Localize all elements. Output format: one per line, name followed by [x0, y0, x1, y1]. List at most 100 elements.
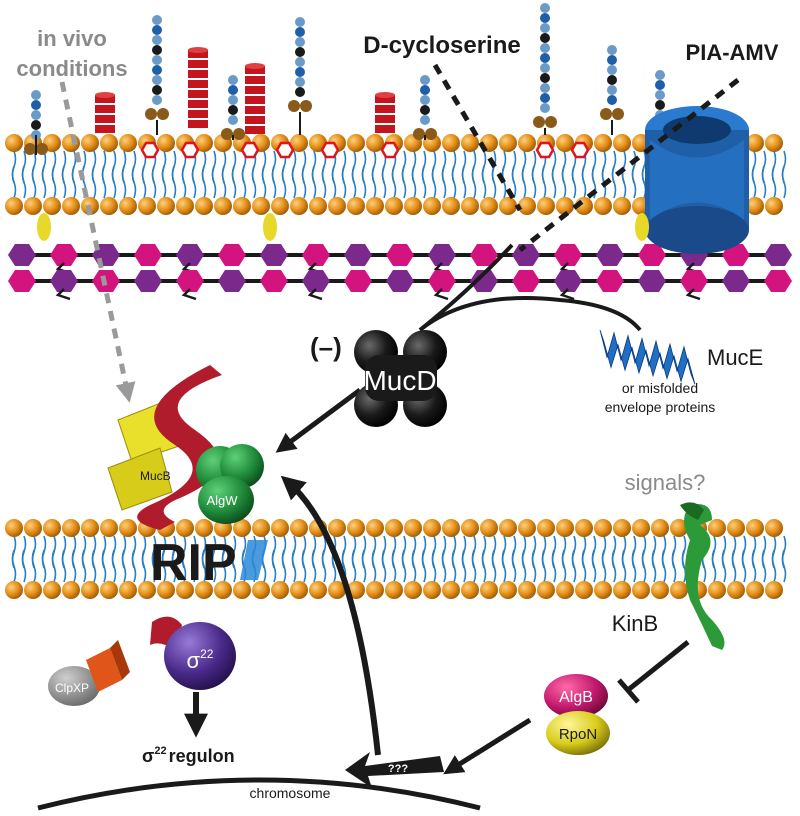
lipid-head	[670, 581, 688, 599]
lipid-head	[119, 519, 137, 537]
lps-cylinder	[245, 106, 265, 114]
lipid-tail	[451, 549, 457, 583]
lipid-tail	[751, 165, 757, 199]
lipid-tail	[291, 165, 297, 199]
o-antigen-unit	[540, 63, 550, 73]
lipid-head	[328, 581, 346, 599]
lps-cylinder	[245, 66, 265, 74]
clpxp-label: ClpXP	[55, 681, 89, 695]
chromosome-line	[37, 777, 481, 811]
lps-cylinder-cap	[188, 47, 208, 53]
lipid-tail	[371, 165, 377, 199]
lipid-head	[499, 581, 517, 599]
lipid-tail	[51, 549, 57, 583]
lipid-a-hexagon	[275, 141, 295, 159]
o-antigen-unit	[540, 13, 550, 23]
lipid-head	[746, 519, 764, 537]
lipid-tail	[221, 549, 227, 583]
lipid-head	[499, 519, 517, 537]
lipid-head	[347, 197, 365, 215]
lipid-tail	[421, 165, 427, 199]
lipid-head	[347, 519, 365, 537]
lipid-head	[233, 581, 251, 599]
lipid-head	[442, 197, 460, 215]
lipid-tail	[411, 549, 417, 583]
mucb-label: MucB	[140, 469, 171, 483]
lipid-head	[594, 519, 612, 537]
lps-cylinder	[188, 80, 208, 88]
core-oligosaccharide	[288, 100, 300, 112]
lipid-head	[366, 197, 384, 215]
lipid-head	[556, 519, 574, 537]
lipid-tail	[511, 165, 517, 199]
lps-cylinder-cap	[245, 63, 265, 69]
lipid-head	[385, 581, 403, 599]
lipid-tail	[91, 165, 97, 199]
lipid-tail	[231, 165, 237, 199]
lipid-head	[157, 581, 175, 599]
lipid-head	[556, 581, 574, 599]
lipid-head	[537, 581, 555, 599]
o-antigen-unit	[295, 47, 305, 57]
lps-cylinder	[188, 60, 208, 68]
lipid-tail	[681, 549, 687, 583]
lipid-tail	[41, 549, 47, 583]
lipid-head	[176, 519, 194, 537]
chromosome-label: chromosome	[250, 785, 331, 801]
lipid-tail	[601, 549, 607, 583]
lipid-tail	[61, 549, 67, 583]
lipid-tail	[741, 549, 747, 583]
lipid-head	[385, 197, 403, 215]
lipid-tail	[621, 549, 627, 583]
lipid-a-hexagon	[320, 141, 340, 159]
lps-cylinder	[188, 90, 208, 98]
peptide-crosslink	[433, 288, 449, 301]
lipid-tail	[311, 549, 317, 583]
lipid-head	[176, 197, 194, 215]
peptide-crosslink	[55, 288, 71, 301]
kinb-inhibition-line	[626, 640, 690, 692]
lipid-head	[100, 197, 118, 215]
lipid-head	[727, 581, 745, 599]
lps-cylinder	[188, 70, 208, 78]
lipid-tail	[361, 165, 367, 199]
lipid-head	[366, 581, 384, 599]
lipid-head	[518, 197, 536, 215]
muce-zigzag	[599, 329, 696, 385]
lipid-tail	[271, 165, 277, 199]
lipid-tail	[581, 165, 587, 199]
lipid-head	[5, 519, 23, 537]
lipid-tail	[81, 549, 87, 583]
lipid-tail	[761, 165, 767, 199]
lipid-head	[423, 519, 441, 537]
core-oligosaccharide	[24, 143, 36, 155]
lipid-head	[461, 134, 479, 152]
misfolded-line1: or misfolded	[622, 380, 698, 396]
lipid-tail	[491, 165, 497, 199]
lipid-tail	[391, 549, 397, 583]
lipid-a-hexagon	[180, 141, 200, 159]
sugar-unit	[764, 270, 792, 292]
lipid-head	[62, 197, 80, 215]
o-antigen-unit	[540, 93, 550, 103]
lps-cylinder	[245, 76, 265, 84]
lipid-head	[404, 581, 422, 599]
sigma22-label: σ22	[187, 647, 214, 673]
sugar-unit	[260, 270, 288, 292]
lipid-head	[575, 581, 593, 599]
lps-cylinder	[95, 125, 115, 133]
lipid-tail	[311, 165, 317, 199]
lipid-head	[290, 581, 308, 599]
lps-cylinder	[375, 115, 395, 123]
lipid-head	[727, 519, 745, 537]
lipid-tail	[771, 165, 777, 199]
lipoprotein-anchors	[37, 213, 649, 241]
lipid-head	[5, 197, 23, 215]
sugar-unit	[512, 270, 540, 292]
sugar-unit	[8, 244, 36, 266]
o-antigen-unit	[295, 57, 305, 67]
sugar-unit	[764, 244, 792, 266]
lps-cylinder	[245, 126, 265, 134]
lipid-tail	[71, 549, 77, 583]
